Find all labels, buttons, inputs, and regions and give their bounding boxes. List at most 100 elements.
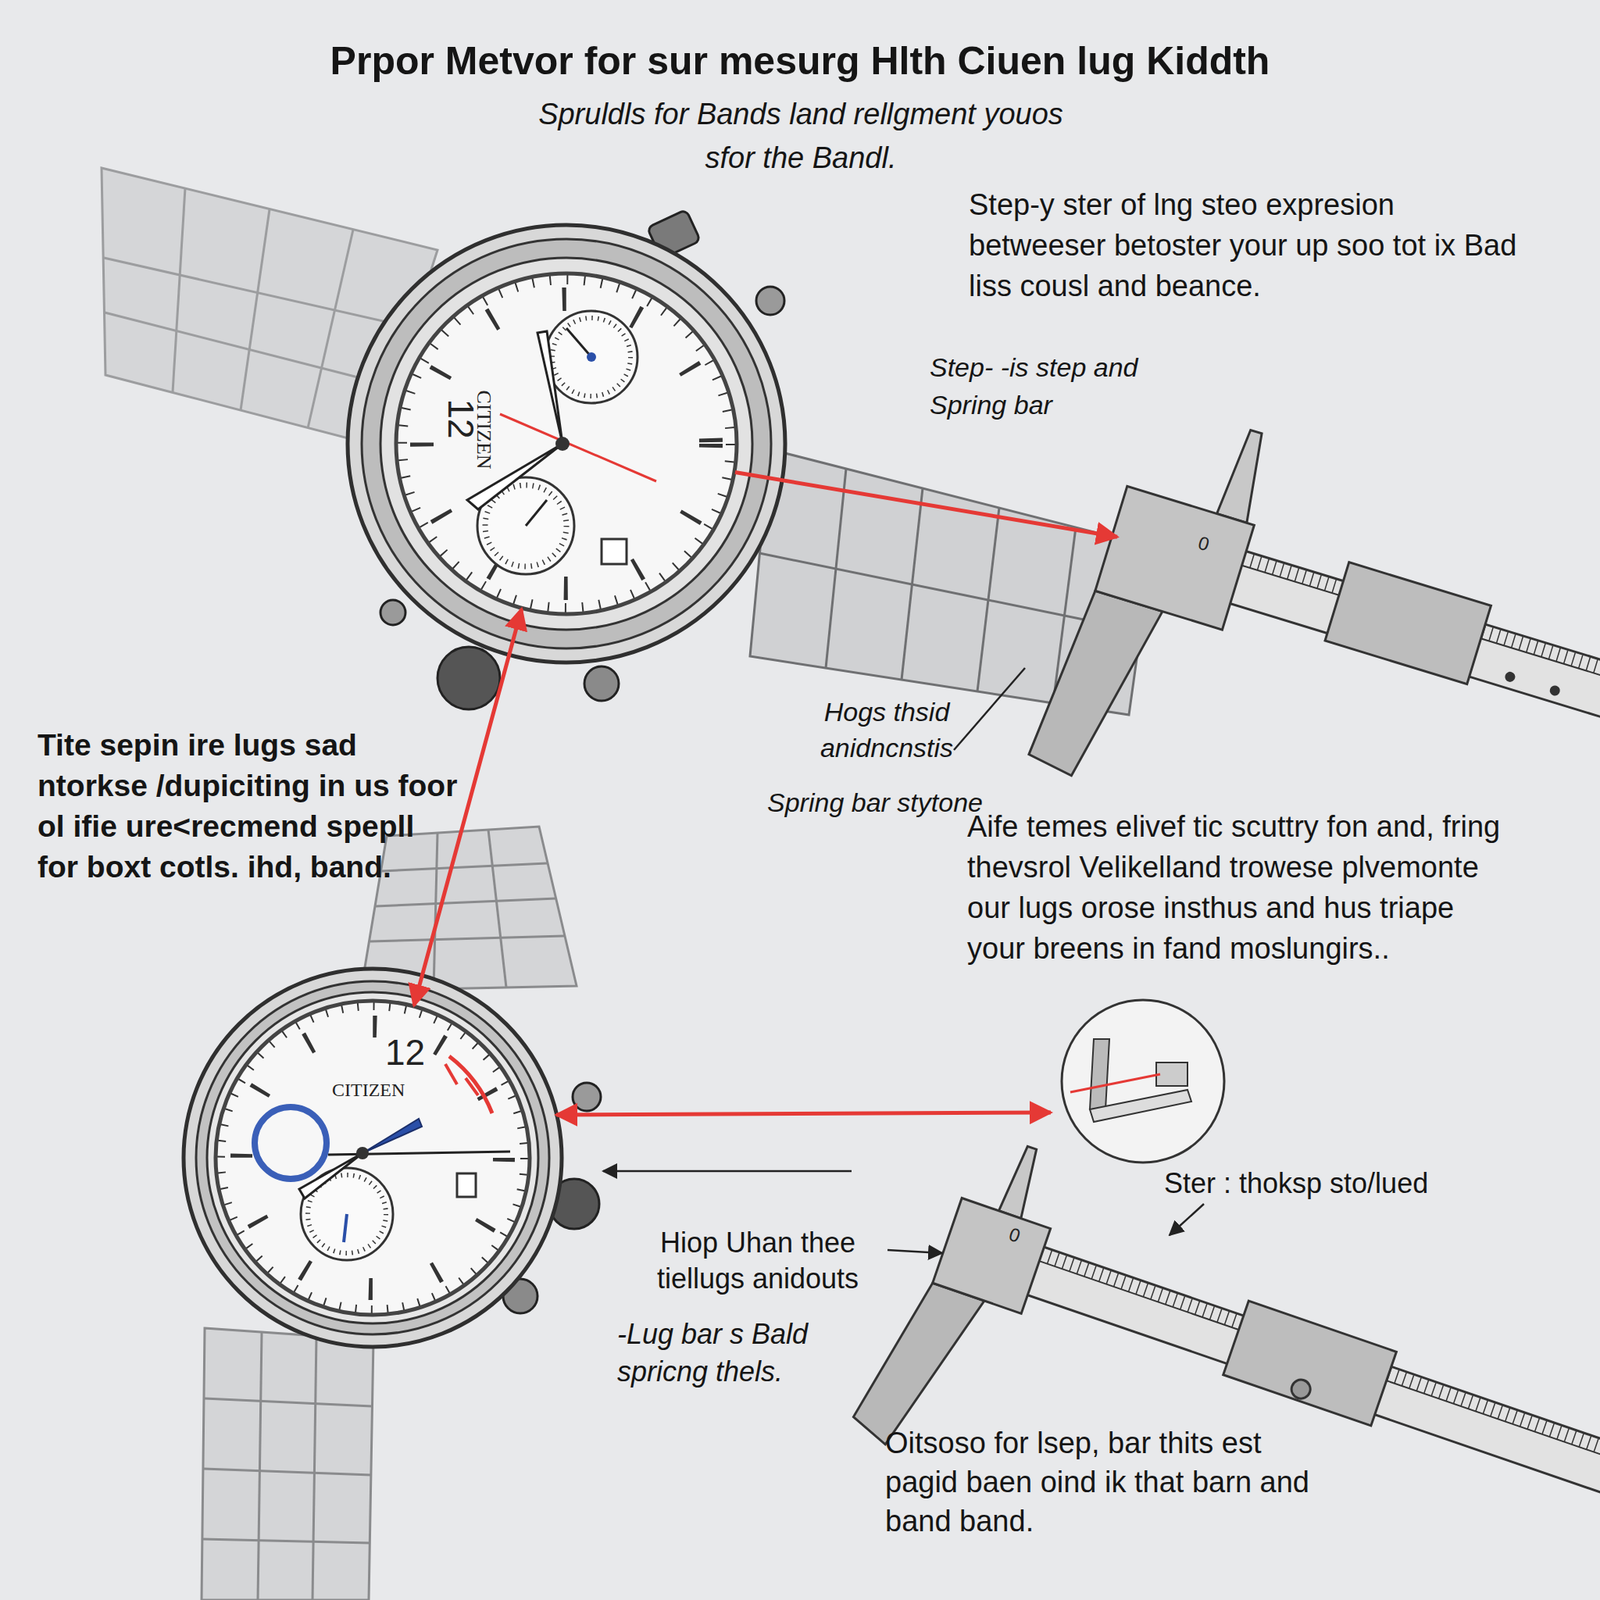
caliper-jaw	[1026, 585, 1163, 787]
callout-text: Hiop Uhan thee tiellugs anidouts	[617, 1225, 899, 1297]
case	[183, 968, 562, 1347]
caliper-head: 0	[1117, 484, 1235, 610]
caliper-head: 0	[960, 1207, 1063, 1286]
subdial-hand	[566, 328, 592, 358]
dial-ring	[396, 274, 736, 614]
bracelet-body	[360, 826, 577, 991]
minute-hand	[537, 331, 563, 444]
bracelet-body	[201, 1328, 374, 1600]
caliper-head	[1095, 485, 1255, 630]
subdial-ticks	[552, 317, 631, 397]
note-block: Tite sepin ire lugs sad ntorkse /dupicit…	[37, 725, 464, 888]
subtitle: Spruldls for Bands land rellgment youos …	[527, 92, 1075, 180]
bracelet-link	[172, 188, 186, 393]
dial-numeral: 0	[1195, 532, 1212, 557]
dial	[395, 272, 738, 615]
crown	[437, 646, 500, 710]
red-arrow	[556, 1112, 1051, 1115]
bracelet-link	[104, 312, 395, 387]
measure-arrow	[735, 472, 1118, 538]
bracelet-link	[240, 209, 270, 411]
inset-circle	[1061, 1000, 1225, 1163]
note-block: Oitsoso for lsep, bar thits est pagid ba…	[885, 1423, 1339, 1541]
edge-group	[414, 472, 1118, 1007]
callout-text: Step- -is step and Spring bar	[929, 348, 1196, 424]
caliper	[848, 1121, 1600, 1600]
watch-dial: 12CITIZEN	[395, 272, 738, 615]
bezel-inner	[207, 992, 539, 1324]
bracelet-link	[370, 935, 565, 942]
watch-dial: 12CITIZEN	[214, 1000, 531, 1316]
caliper-head	[932, 1198, 1051, 1315]
pusher	[584, 666, 619, 701]
callout-text: Spring bar stytone	[761, 782, 989, 822]
bezel-inner	[380, 257, 753, 630]
dial-ring	[216, 1001, 529, 1315]
bracelet-link	[375, 898, 557, 907]
second-hand	[500, 414, 657, 482]
bracelet-link	[202, 1539, 370, 1543]
date-window	[601, 539, 627, 565]
dial-numeral: 12	[385, 1031, 425, 1074]
caliper-jaw	[998, 1144, 1044, 1219]
inset-jaw	[1089, 1039, 1110, 1110]
caliper-dot	[1550, 685, 1560, 696]
pusher	[572, 1082, 601, 1111]
bracelet-link	[204, 1398, 372, 1407]
bezel	[361, 239, 772, 649]
caliper-beam	[960, 1224, 1600, 1501]
bracelet-link	[103, 257, 415, 329]
watch-case	[183, 968, 601, 1347]
second-hand	[328, 1151, 511, 1155]
minute-hand	[362, 1118, 422, 1154]
hand-pin	[356, 1146, 369, 1160]
subdial-pin	[586, 352, 597, 362]
brand-text: CITIZEN	[471, 389, 496, 469]
leader-arrow	[887, 1250, 943, 1254]
hour-hand	[299, 1153, 363, 1199]
subdial	[254, 1107, 327, 1179]
minute-ticks	[402, 279, 731, 608]
bracelet-link	[307, 229, 354, 429]
minute-ticks	[221, 1006, 525, 1310]
caliper-scale	[1251, 560, 1600, 698]
hand-pin	[555, 436, 570, 451]
inset-detail	[1061, 1000, 1225, 1163]
watch-case	[347, 209, 786, 710]
dial-numeral: 0	[1006, 1223, 1024, 1248]
measure-arrow	[414, 608, 522, 1006]
dial-outline	[214, 1000, 531, 1316]
diagram-title: Prpor Metvor for sur mesurg Hlth Ciuen l…	[0, 37, 1600, 85]
bracelet	[201, 826, 577, 1600]
caliper-jaw	[1217, 428, 1274, 524]
hour-markers	[241, 1026, 504, 1290]
callout-text: -Lug bar s Bald spricng thels.	[617, 1315, 860, 1391]
bracelet-link	[203, 1468, 372, 1475]
bracelet-link	[433, 832, 438, 990]
bracelet-link	[488, 829, 507, 988]
red-tick	[465, 1078, 479, 1096]
brand-text: CITIZEN	[332, 1079, 405, 1101]
subdial-hand	[343, 1214, 347, 1243]
bezel	[196, 981, 550, 1335]
red-tick	[445, 1064, 458, 1085]
step-note: Step-y ster of lng steo expresion betwee…	[968, 184, 1540, 307]
bracelet-link	[312, 1335, 317, 1600]
inset-slider	[1156, 1062, 1188, 1086]
subdial	[545, 310, 638, 404]
caliper-dot	[1505, 671, 1515, 682]
callout-text: Hogs thsid anidncnstis	[769, 693, 1004, 766]
bracelet-link	[381, 863, 547, 872]
caliper-slider	[1223, 1300, 1397, 1426]
leader-arrow	[1169, 1203, 1204, 1236]
inset-beam	[1089, 1089, 1192, 1122]
subdial-ticks	[485, 485, 567, 567]
caliper-slider	[1325, 562, 1491, 685]
pusher	[756, 286, 785, 315]
bracelet-link	[257, 1332, 262, 1600]
dial	[214, 1000, 531, 1316]
hour-markers	[421, 299, 711, 589]
date-window	[457, 1173, 476, 1197]
